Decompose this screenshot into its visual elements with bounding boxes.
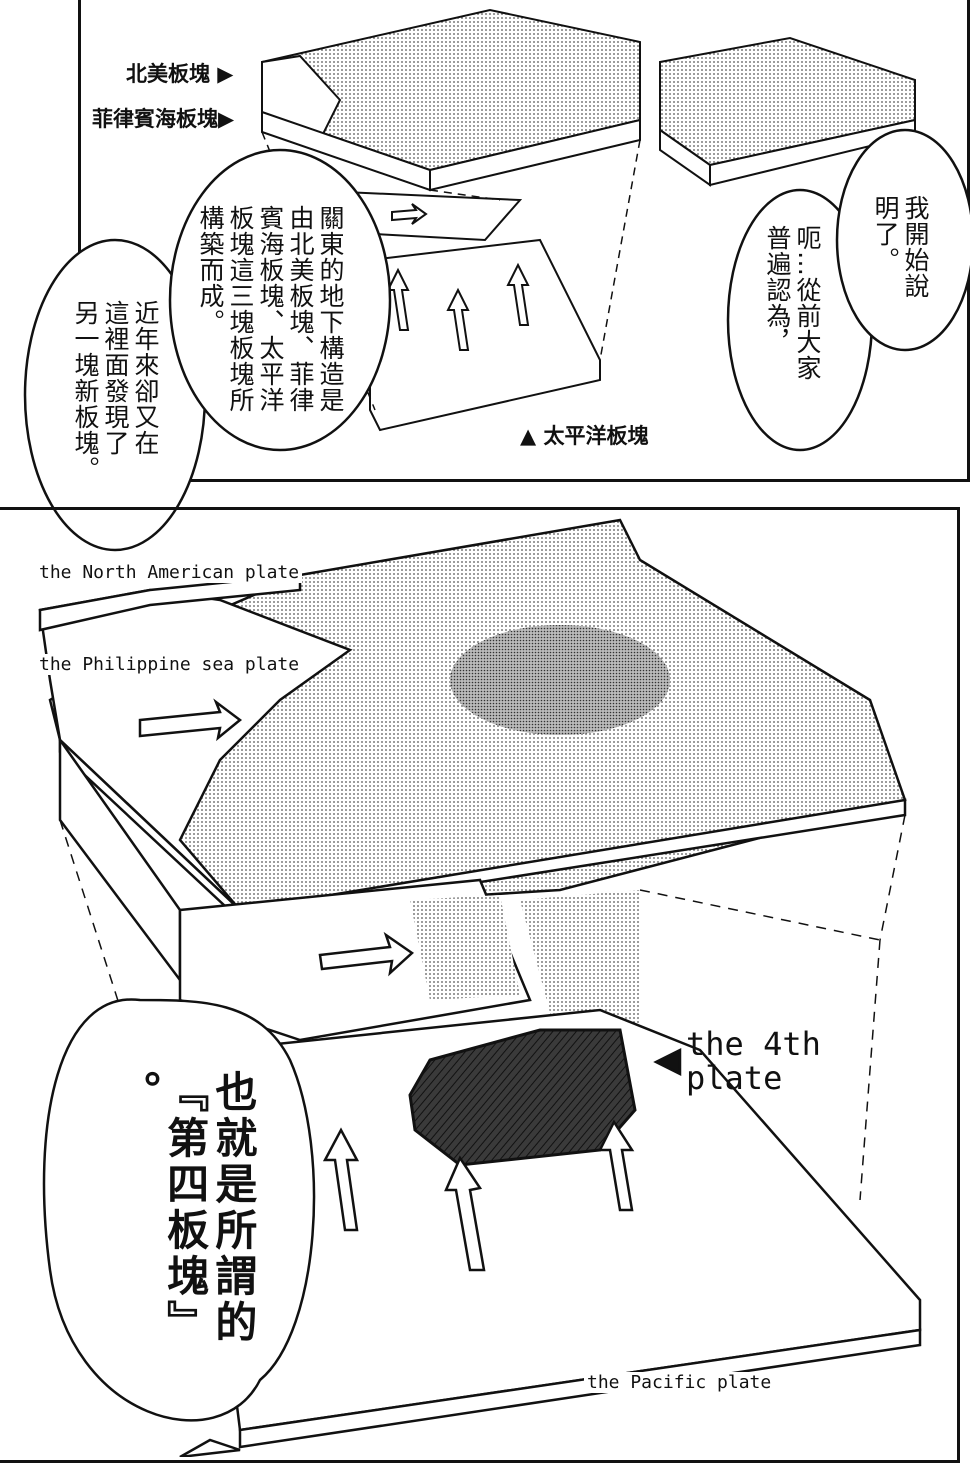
bubble-text-left: 近年來卻又在 這裡面發現了 另一塊新板塊。: [71, 300, 160, 482]
label-north-american: the North American plate: [36, 562, 303, 583]
bubble-text-middle: 關東的地下構造是 由北美板塊、菲律 賓海板塊、太平洋 板塊這三塊板塊所 構築而成…: [196, 205, 345, 413]
bubble-text-right-outer: 我開始說 明了。: [871, 195, 930, 299]
top-right-block: [659, 36, 916, 187]
label-pacific-cn: ▲ 太平洋板塊: [520, 423, 649, 448]
label-north-american-cn: 北美板塊 ▶: [126, 61, 234, 86]
speech-bubbles: [23, 128, 970, 1457]
bubble-text-right-inner: 呃…從前大家 普遍認為，: [763, 225, 822, 381]
label-philippine: the Philippine sea plate: [36, 654, 303, 675]
main-block-diagram: [38, 518, 922, 1449]
label-4th-plate: the 4th plate: [686, 1025, 821, 1097]
label-pacific: the Pacific plate: [584, 1372, 775, 1393]
bubble-text-fourth-plate: 也就是所謂的 『第四板塊』 。: [112, 1070, 258, 1346]
label-philippine-cn: 菲律賓海板塊▶: [92, 106, 235, 131]
